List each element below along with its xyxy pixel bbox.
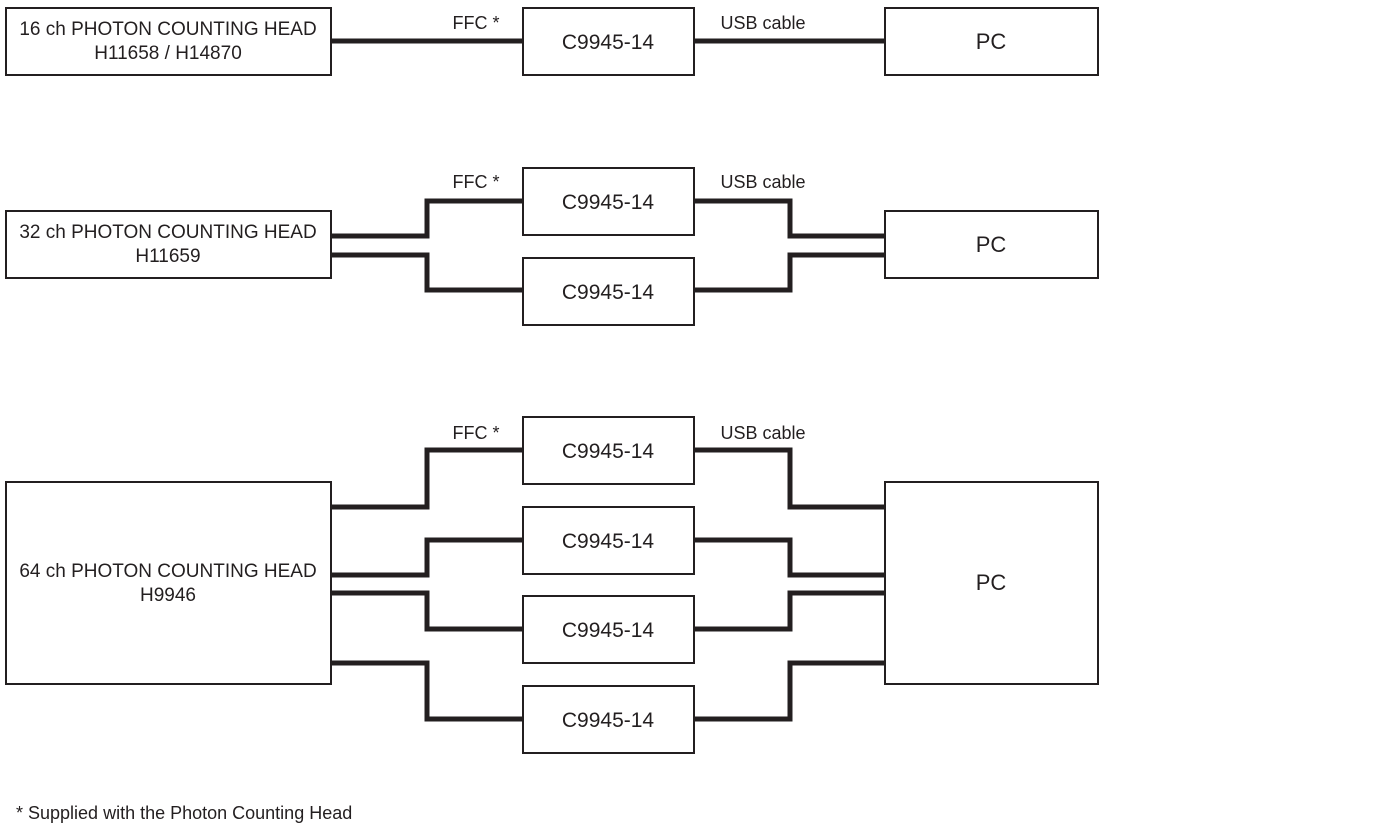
usb-cable-64ch-2 (694, 537, 885, 578)
head-32ch-model: H11659 (135, 246, 200, 267)
unit-32ch-2-label: C9945-14 (562, 281, 655, 304)
usb-cable-64ch-1 (694, 447, 885, 510)
head-64ch-model: H9946 (140, 585, 196, 606)
head-box-64ch (5, 481, 332, 685)
pc-16ch-label: PC (976, 29, 1007, 54)
head-16ch-model: H11658 / H14870 (94, 43, 242, 64)
ffc-cable-64ch-4 (331, 660, 523, 722)
head-box-32ch (5, 210, 332, 279)
ffc-label-16ch: FFC * (453, 13, 500, 33)
unit-box-64ch-3 (522, 595, 695, 664)
ffc-cable-64ch-1 (331, 447, 523, 510)
usb-cable-64ch-4 (694, 660, 885, 722)
ffc-cable-32ch-2 (331, 252, 523, 293)
usb-cable-32ch-2 (694, 252, 885, 293)
usb-cable-64ch-3 (694, 590, 885, 632)
row-16ch: 16 ch PHOTON COUNTING HEAD H11658 / H148… (5, 7, 1099, 76)
unit-box-16ch-1 (522, 7, 695, 76)
unit-64ch-3-label: C9945-14 (562, 619, 655, 642)
pc-32ch-label: PC (976, 232, 1007, 257)
footnote: * Supplied with the Photon Counting Head (16, 803, 352, 823)
pc-box-16ch (884, 7, 1099, 76)
pc-box-64ch (884, 481, 1099, 685)
usb-cable-32ch-1 (694, 198, 885, 239)
unit-32ch-1-label: C9945-14 (562, 191, 655, 214)
head-64ch-title: 64 ch PHOTON COUNTING HEAD (19, 561, 316, 582)
pc-box-32ch (884, 210, 1099, 279)
usb-label-16ch: USB cable (720, 13, 805, 33)
unit-box-64ch-4 (522, 685, 695, 754)
unit-64ch-2-label: C9945-14 (562, 530, 655, 553)
unit-box-64ch-1 (522, 416, 695, 485)
ffc-cable-64ch-3 (331, 590, 523, 632)
ffc-cable-64ch-2 (331, 537, 523, 578)
pc-64ch-label: PC (976, 570, 1007, 595)
usb-label-64ch: USB cable (720, 423, 805, 443)
row-64ch: 64 ch PHOTON COUNTING HEAD H9946 C9945-1… (5, 416, 1099, 754)
unit-64ch-4-label: C9945-14 (562, 709, 655, 732)
unit-64ch-1-label: C9945-14 (562, 440, 655, 463)
ffc-label-32ch: FFC * (453, 172, 500, 192)
unit-box-64ch-2 (522, 506, 695, 575)
head-box-16ch (5, 7, 332, 76)
unit-box-32ch-1 (522, 167, 695, 236)
row-32ch: 32 ch PHOTON COUNTING HEAD H11659 C9945-… (5, 167, 1099, 326)
unit-box-32ch-2 (522, 257, 695, 326)
unit-16ch-1-label: C9945-14 (562, 31, 655, 54)
head-32ch-title: 32 ch PHOTON COUNTING HEAD (19, 222, 316, 243)
ffc-cable-32ch-1 (331, 198, 523, 239)
head-16ch-title: 16 ch PHOTON COUNTING HEAD (19, 19, 316, 40)
ffc-label-64ch: FFC * (453, 423, 500, 443)
usb-label-32ch: USB cable (720, 172, 805, 192)
